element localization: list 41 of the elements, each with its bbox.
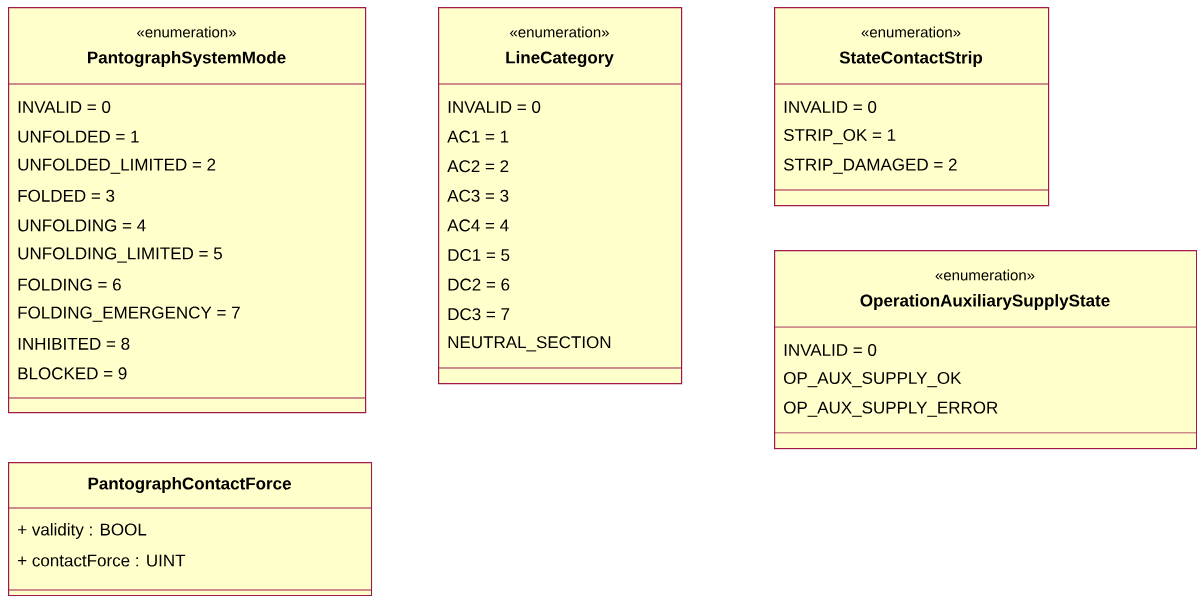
class-name: PantographContactForce — [88, 477, 291, 493]
stereotype-label: «enumeration» — [510, 26, 609, 38]
enum-literal: AC1 = 1 — [447, 130, 509, 143]
enum-literal: INVALID = 0 — [448, 101, 541, 113]
stereotype-label: «enumeration» — [935, 269, 1035, 281]
class-name: LineCategory — [506, 51, 614, 67]
enum-literal: DC2 = 6 — [448, 278, 510, 291]
class-name: OperationAuxiliarySupplyState — [860, 294, 1110, 310]
enum-literal: UNFOLDING_LIMITED = 5 — [18, 247, 222, 263]
enum-literal: FOLDING_EMERGENCY = 7 — [18, 306, 240, 322]
enum-literal: AC2 = 2 — [447, 160, 509, 173]
enum-literal: INVALID = 0 — [18, 101, 111, 113]
enum-literal: INVALID = 0 — [784, 101, 877, 113]
enum-literal: BLOCKED = 9 — [18, 367, 127, 380]
enum-literal: STRIP_OK = 1 — [783, 128, 896, 145]
enum-literal: DC1 = 5 — [448, 248, 510, 261]
enum-literal: STRIP_DAMAGED = 2 — [783, 158, 957, 174]
enum-literal: OP_AUX_SUPPLY_OK — [784, 371, 962, 388]
class-box — [773, 250, 1197, 450]
class-box — [773, 7, 1050, 207]
enum-literal: AC4 = 4 — [447, 219, 509, 232]
enum-literal: FOLDING = 6 — [18, 278, 121, 291]
class-name: StateContactStrip — [839, 51, 983, 67]
enum-literal: NEUTRAL_SECTION — [448, 336, 611, 352]
attribute: + validity : BOOL — [18, 523, 147, 539]
enum-literal: UNFOLDED = 1 — [18, 130, 139, 143]
enum-literal: INHIBITED = 8 — [18, 337, 130, 350]
class-box — [7, 7, 367, 414]
enum-literal: FOLDED = 3 — [18, 189, 115, 202]
enum-literal: DC3 = 7 — [448, 308, 510, 321]
enum-literal: UNFOLDING = 4 — [18, 219, 146, 232]
class-box — [7, 462, 373, 596]
stereotype-label: «enumeration» — [137, 26, 236, 38]
enum-literal: AC3 = 3 — [447, 189, 509, 202]
class-box — [437, 7, 683, 385]
enum-literal: OP_AUX_SUPPLY_ERROR — [784, 401, 998, 417]
attribute: + contactForce : UINT — [18, 554, 186, 567]
enum-literal: INVALID = 0 — [784, 343, 877, 356]
stereotype-label: «enumeration» — [861, 26, 961, 38]
enum-literal: UNFOLDED_LIMITED = 2 — [18, 158, 216, 174]
class-name: PantographSystemMode — [88, 51, 286, 67]
